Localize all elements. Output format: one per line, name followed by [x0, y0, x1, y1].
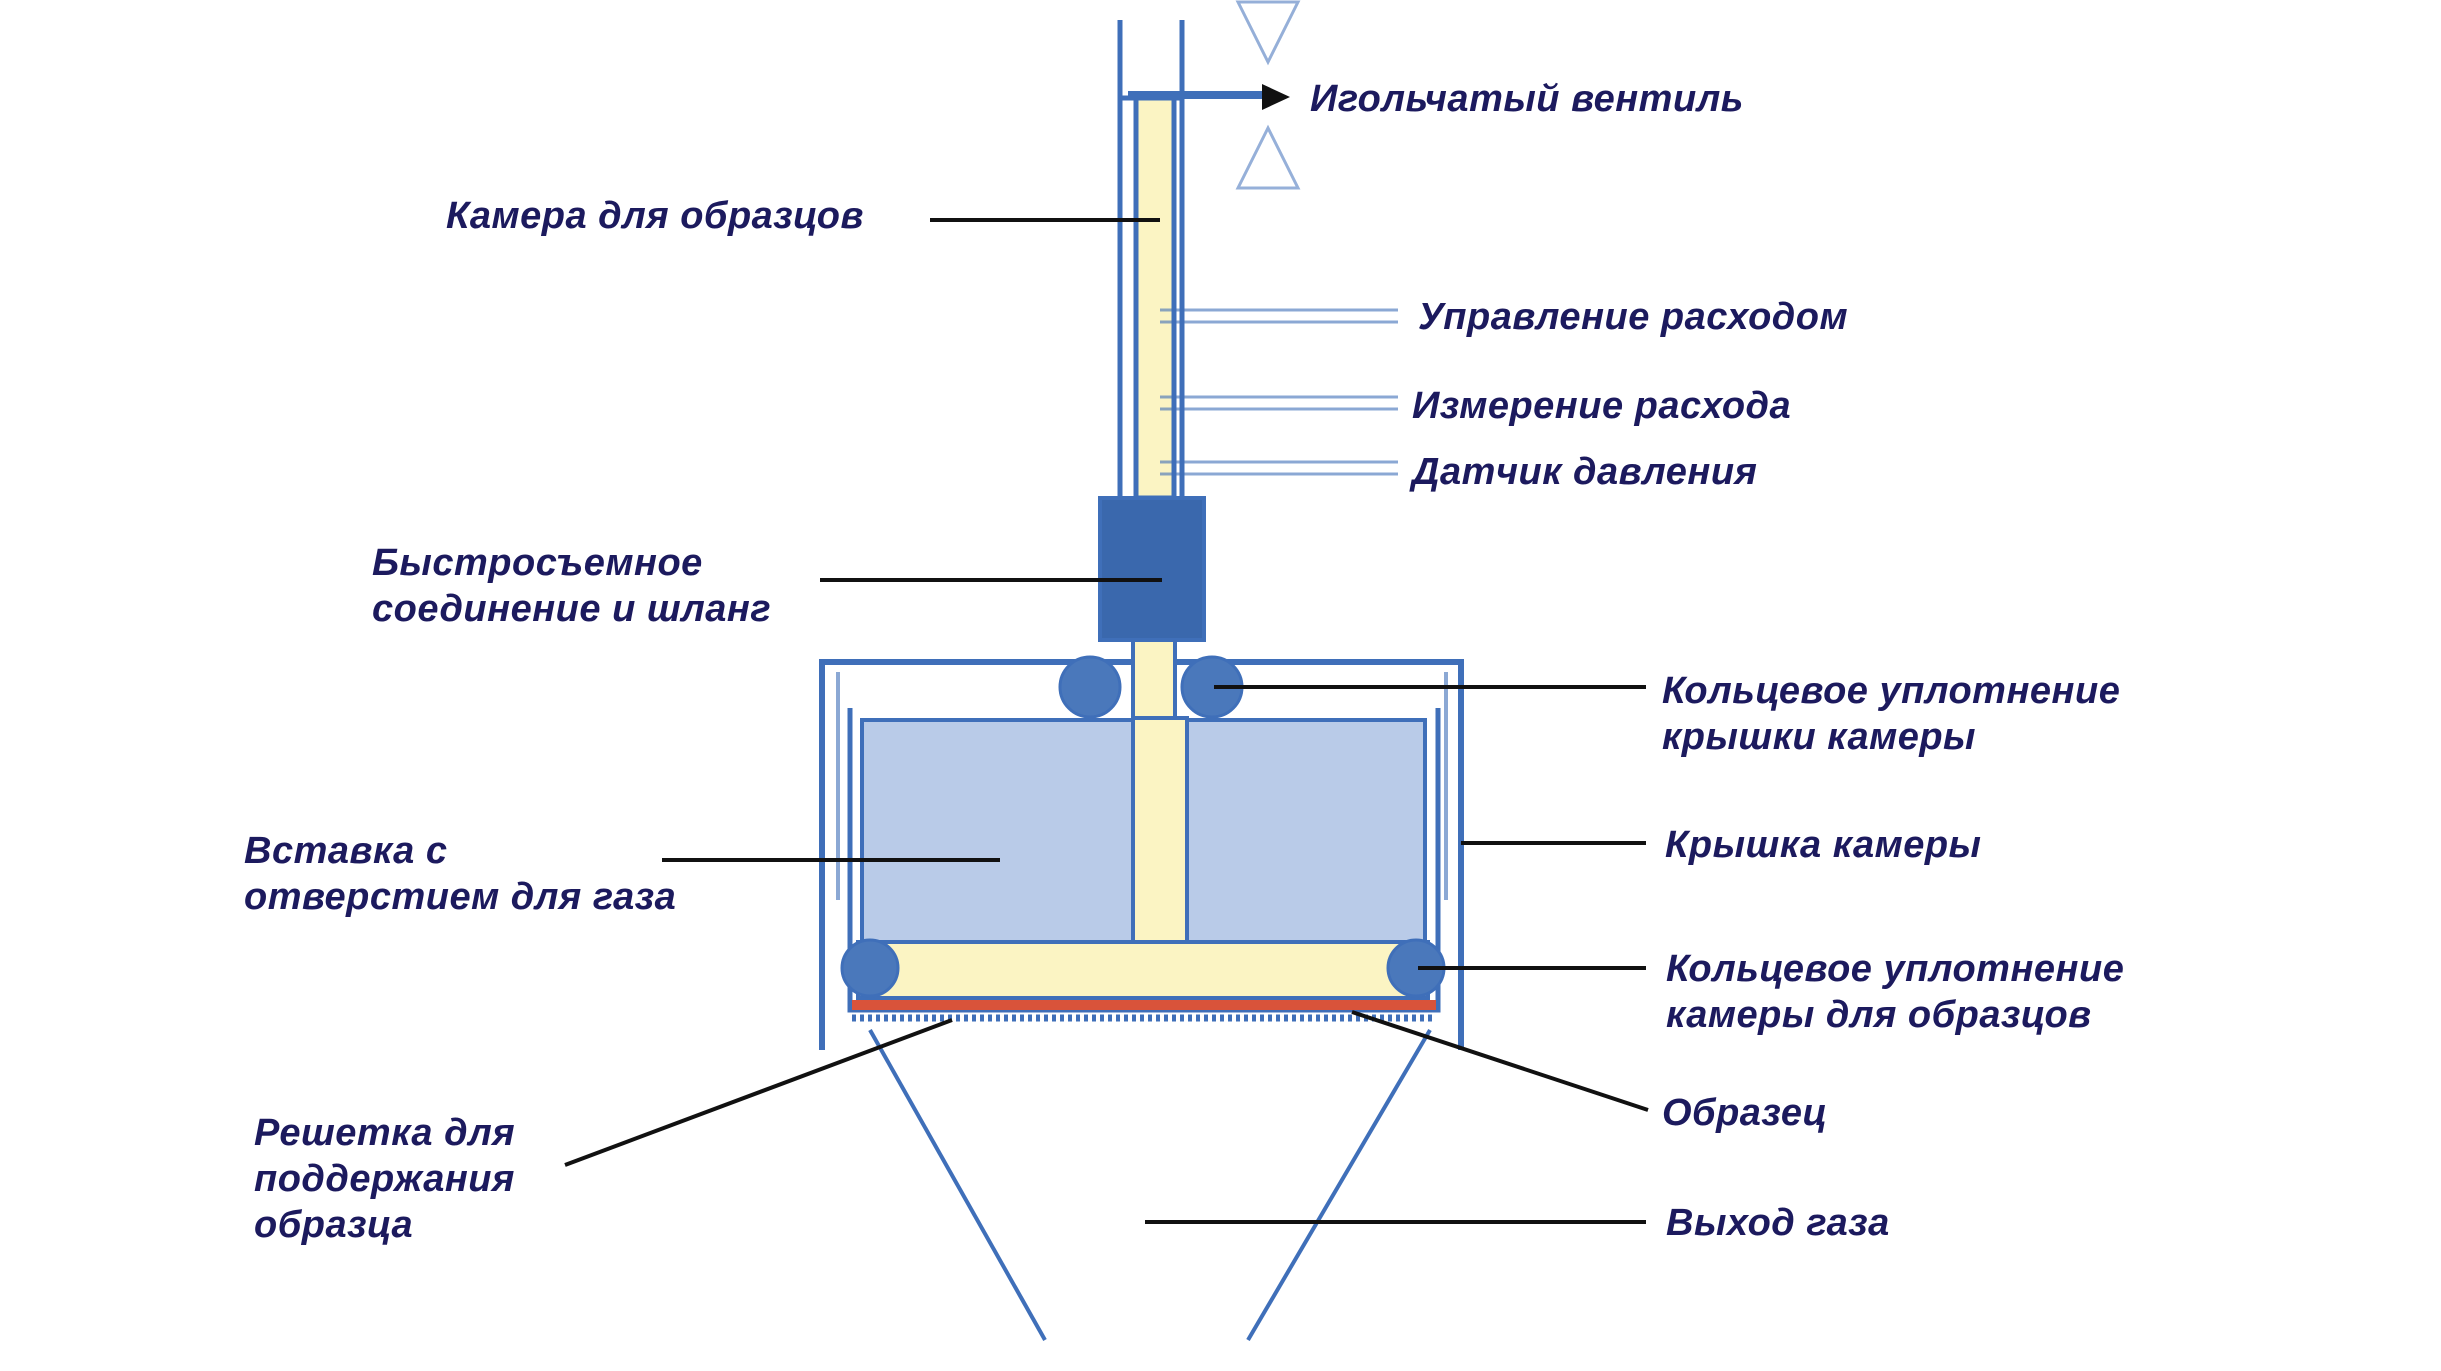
- sample-layer: [852, 1000, 1436, 1010]
- neck-tube: [1131, 638, 1177, 722]
- pressure-sensor-port: [1160, 460, 1398, 476]
- chamber-oring-left: [840, 938, 900, 998]
- label-support-grid: Решетка для поддержания образца: [254, 1110, 515, 1248]
- leader-support-grid: [564, 1018, 953, 1167]
- label-lid-oring: Кольцевое уплотнение крышки камеры: [1662, 668, 2120, 760]
- label-flow-measurement: Измерение расхода: [1412, 385, 1792, 427]
- label-chamber-oring-line-1: Кольцевое уплотнение: [1666, 948, 2125, 990]
- quick-connect-block: [1098, 496, 1206, 642]
- sample-chamber-tube: [1133, 95, 1177, 501]
- label-gas-insert-line-1: Вставка с: [244, 830, 448, 872]
- label-lid-oring-line-2: крышки камеры: [1662, 716, 1977, 758]
- gas-insert-right: [1185, 718, 1427, 944]
- label-flow-control: Управление расходом: [1418, 296, 1849, 338]
- gas-outlet-left: [868, 1029, 1047, 1341]
- lid-oring-left: [1058, 655, 1122, 719]
- label-gas-insert-line-2: отверстием для газа: [244, 876, 677, 918]
- label-support-grid-line-2: поддержания: [254, 1158, 515, 1200]
- label-gas-insert: Вставка с отверстием для газа: [244, 828, 676, 920]
- label-needle-valve: Игольчатый вентиль: [1310, 78, 1744, 120]
- leader-lines: [564, 218, 1649, 1224]
- label-quick-connect-line-1: Быстросъемное: [372, 542, 703, 584]
- flow-control-port: [1160, 308, 1398, 324]
- flow-measurement-port: [1160, 395, 1398, 411]
- label-chamber-oring: Кольцевое уплотнение камеры для образцов: [1666, 946, 2124, 1038]
- gas-distribution-channel: [856, 940, 1430, 1000]
- gas-outlet-right: [1246, 1028, 1432, 1342]
- label-support-grid-line-3: образца: [254, 1204, 414, 1246]
- label-gas-outlet: Выход газа: [1666, 1202, 1890, 1244]
- label-support-grid-line-1: Решетка для: [254, 1112, 516, 1154]
- label-chamber-lid: Крышка камеры: [1665, 824, 1982, 866]
- gas-insert-channel: [1131, 716, 1189, 946]
- label-lid-oring-line-1: Кольцевое уплотнение: [1662, 670, 2121, 712]
- leader-sample: [1351, 1010, 1649, 1112]
- needle-valve-pointer: [1262, 84, 1290, 110]
- label-sample-chamber: Камера для образцов: [446, 195, 864, 237]
- needle-valve-icon: [1235, 0, 1301, 190]
- label-quick-connect-line-2: соединение и шланг: [372, 588, 772, 630]
- label-pressure-sensor: Датчик давления: [1412, 451, 1758, 493]
- label-quick-connect: Быстросъемное соединение и шланг: [372, 540, 771, 632]
- label-chamber-oring-line-2: камеры для образцов: [1666, 994, 2092, 1036]
- gas-insert-left: [860, 718, 1135, 944]
- label-sample: Образец: [1662, 1092, 1828, 1134]
